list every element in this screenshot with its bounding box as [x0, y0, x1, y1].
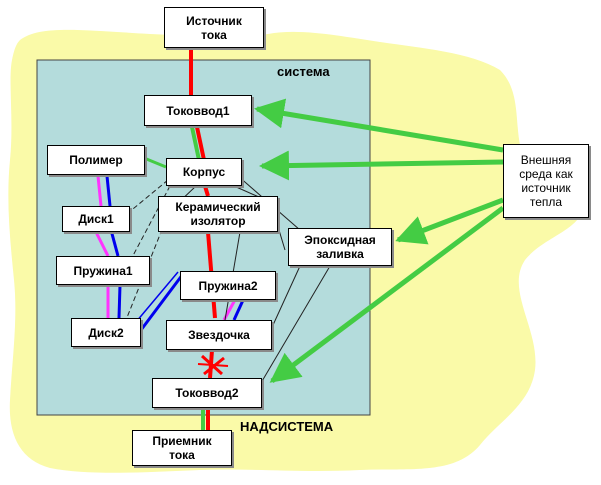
lead-in-1-node: Токоввод1	[144, 95, 252, 126]
environment-node: Внешняя среда как источник тепла	[503, 144, 589, 218]
blue-link-star-spring2	[232, 297, 246, 321]
epoxy-node: Эпоксидная заливка	[288, 228, 392, 266]
heat-arrow-env-lead1	[254, 98, 504, 153]
lead-in-2-node: Токоввод2	[152, 378, 262, 408]
heat-link-lead1-housing	[190, 126, 201, 161]
thin-link-epoxy-star	[267, 265, 301, 337]
housing-node: Корпус	[166, 158, 242, 186]
supersystem-label: НАДСИСТЕМА	[240, 419, 334, 434]
blue-link-disk2-spring2	[139, 273, 185, 331]
dashed-link-housing-spring1	[127, 185, 171, 266]
spring1-node: Пружина1	[56, 256, 150, 285]
blue-link-disk1-spring1	[109, 229, 120, 257]
disk2-node: Диск2	[71, 318, 141, 347]
disk1-node: Диск1	[62, 206, 130, 232]
heat-arrow-env-housing	[259, 150, 504, 181]
star-node: Звездочка	[166, 320, 272, 350]
current-link-lead1-housing	[195, 126, 206, 161]
blue-link-spring1-disk2	[117, 284, 122, 319]
receiver-node: Приемник тока	[132, 430, 232, 466]
system-label: система	[277, 64, 330, 79]
ceramic-insulator-node: Керамический изолятор	[158, 196, 278, 232]
current-link-housing-insulator	[203, 185, 210, 197]
magenta-link-polymer-disk1	[96, 175, 103, 207]
break-mark-c	[197, 363, 229, 367]
heat-arrow-env-lead2	[269, 205, 505, 384]
source-node: Источник тока	[164, 7, 264, 48]
magenta-link-disk1-spring1	[93, 229, 110, 257]
spring2-node: Пружина2	[180, 271, 276, 300]
heat-link-polymer-housing	[143, 156, 167, 169]
blue-link-polymer-disk1	[105, 175, 112, 207]
polymer-node: Полимер	[47, 145, 145, 175]
heat-arrow-env-epoxy	[395, 197, 504, 245]
blue-link-disk2-spring2-b	[135, 271, 179, 323]
